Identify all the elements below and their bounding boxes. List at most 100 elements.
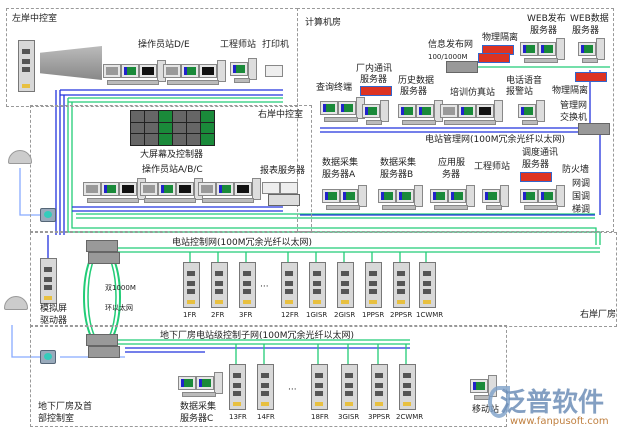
- monitor-icon: [140, 182, 158, 196]
- label-daq-a: 服务器A: [322, 170, 356, 180]
- label-ellipsis: ···: [260, 282, 269, 292]
- keyboard-icon: [366, 120, 382, 125]
- keyboard-icon: [524, 205, 558, 210]
- monitor-icon: [199, 64, 217, 78]
- watermark-brand: 泛普软件: [500, 388, 605, 418]
- monitor-icon: [448, 189, 466, 203]
- comm-server: [362, 100, 422, 130]
- unit-cabinet: [311, 364, 328, 410]
- label-big-screen: 大屏幕及控制器: [140, 150, 204, 160]
- monitor-icon: [320, 101, 338, 115]
- keyboard-icon: [582, 58, 598, 63]
- report-printer-icon: [280, 182, 298, 194]
- daq-server-b: [378, 185, 438, 215]
- label-grid-dispatch: 梯调: [572, 205, 591, 215]
- label-voice: 电话语音: [506, 76, 543, 86]
- web-data-server: [578, 38, 620, 68]
- management-switch-icon: [578, 123, 610, 135]
- monitor-icon: [416, 104, 434, 118]
- right-plant: [30, 232, 617, 327]
- query-terminal: [320, 97, 380, 127]
- monitor-icon: [398, 104, 416, 118]
- operator-station-c: [198, 178, 261, 208]
- label-cabinet: 3PPSR: [368, 413, 391, 421]
- keyboard-icon: [402, 120, 436, 125]
- keyboard-icon: [87, 198, 139, 203]
- tower-icon: [217, 60, 226, 82]
- unit-cabinet: [211, 262, 228, 308]
- label-ring: 环以太网: [105, 304, 133, 312]
- app-server: [430, 185, 490, 215]
- label-comm: 服务器: [360, 75, 388, 85]
- monitor-icon: [430, 189, 448, 203]
- label-grid-dispatch: 国调: [572, 192, 591, 202]
- monitor-icon: [340, 189, 358, 203]
- unit-cabinet: [371, 364, 388, 410]
- tower-icon: [556, 38, 565, 60]
- label-mgmt-net: 电站管理网(100M冗余光纤以太网): [425, 135, 565, 145]
- tower-icon: [248, 58, 257, 80]
- printer-icon: [265, 65, 283, 77]
- keyboard-icon: [324, 117, 358, 122]
- room-label-computer: 计算机房: [305, 18, 342, 28]
- monitor-icon: [178, 376, 196, 390]
- unit-cabinet: [341, 364, 358, 410]
- unit-cabinet: [257, 364, 274, 410]
- operator-station-d: [103, 60, 166, 90]
- daq-server-a: [322, 185, 382, 215]
- tower-icon: [414, 185, 423, 207]
- keyboard-icon: [524, 58, 558, 63]
- label-app: 应用服: [438, 158, 466, 168]
- label-training: 培训仿真站: [450, 88, 496, 98]
- monitor-icon: [119, 182, 137, 196]
- voice-alarm-station: [518, 100, 578, 130]
- monitor-icon: [378, 189, 396, 203]
- label-underground-net: 地下厂房电站级控制子网(100M冗余光纤以太网): [160, 331, 354, 341]
- monitor-icon: [121, 64, 139, 78]
- keyboard-icon: [444, 120, 496, 125]
- keyboard-icon: [182, 392, 216, 397]
- unit-cabinet: [393, 262, 410, 308]
- label-app: 务器: [442, 170, 461, 180]
- operator-station-a: [83, 178, 146, 208]
- engineer-station: [482, 185, 542, 215]
- label-web-pub: WEB发布: [527, 14, 566, 24]
- label-web-data: WEB数据: [570, 14, 609, 24]
- keyboard-icon: [326, 205, 360, 210]
- room-label-left-control: 左岸中控室: [12, 14, 58, 24]
- monitor-icon: [518, 104, 536, 118]
- info-net-switch-icon: [446, 61, 478, 73]
- tower-icon: [214, 372, 223, 394]
- label-cabinet: 3FR: [239, 311, 253, 319]
- monitor-icon: [440, 104, 458, 118]
- keyboard-icon: [202, 198, 254, 203]
- monitor-icon: [578, 42, 596, 56]
- monitor-icon: [362, 104, 380, 118]
- label-isolation2: 物理隔离: [552, 86, 589, 96]
- monitor-icon: [230, 62, 248, 76]
- firewall-icon: [478, 53, 510, 63]
- label-cabinet: 3GISR: [338, 413, 360, 421]
- label-report-server: 报表服务器: [260, 166, 306, 176]
- keyboard-icon: [434, 205, 468, 210]
- ring-switch-icon: [86, 334, 118, 346]
- clock-sync-icon: [40, 350, 56, 364]
- control-cabinet-icon: [18, 40, 35, 92]
- keyboard-icon: [486, 205, 502, 210]
- engineer-station-left: [230, 58, 290, 88]
- tower-icon: [358, 185, 367, 207]
- tower-icon: [556, 185, 565, 207]
- label-sim-driver: 驱动器: [40, 316, 68, 326]
- tower-icon: [500, 185, 509, 207]
- big-screen-icon: [130, 110, 215, 146]
- watermark-url: www.fanpusoft.com: [510, 416, 609, 427]
- monitor-icon: [181, 64, 199, 78]
- report-server-icon: [268, 194, 300, 206]
- label-history: 历史数据: [398, 76, 435, 86]
- label-sim-driver: 模拟屏: [40, 304, 68, 314]
- label-cabinet: 1CWMR: [416, 311, 444, 319]
- report-printer-icon: [262, 182, 280, 194]
- monitor-icon: [196, 376, 214, 390]
- monitor-icon: [476, 104, 494, 118]
